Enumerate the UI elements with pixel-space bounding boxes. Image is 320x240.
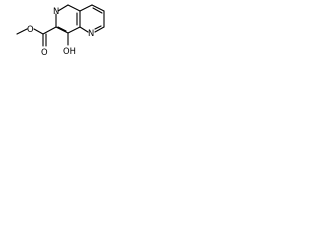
chemical-structure: N N O O OH <box>16 4 105 57</box>
atom-label-o-ester: O <box>27 24 34 34</box>
bond <box>79 26 89 33</box>
bond <box>42 26 57 35</box>
bond <box>57 4 69 12</box>
bond <box>94 26 105 33</box>
atom-label-n-top: N <box>53 6 59 16</box>
bond <box>33 28 44 35</box>
bond <box>91 4 105 12</box>
bond <box>67 26 81 34</box>
bond <box>57 26 67 32</box>
bonds <box>16 4 105 47</box>
bond <box>67 4 81 12</box>
bond <box>94 25 102 30</box>
bond <box>79 4 93 12</box>
atom-label-n-right: N <box>88 28 94 38</box>
bond <box>55 26 69 34</box>
atom-label-oh: OH <box>63 46 76 56</box>
atom-label-o-carbonyl: O <box>41 47 48 57</box>
atom-labels: N N O O OH <box>27 6 94 57</box>
bond <box>16 28 28 35</box>
bond <box>92 7 103 14</box>
